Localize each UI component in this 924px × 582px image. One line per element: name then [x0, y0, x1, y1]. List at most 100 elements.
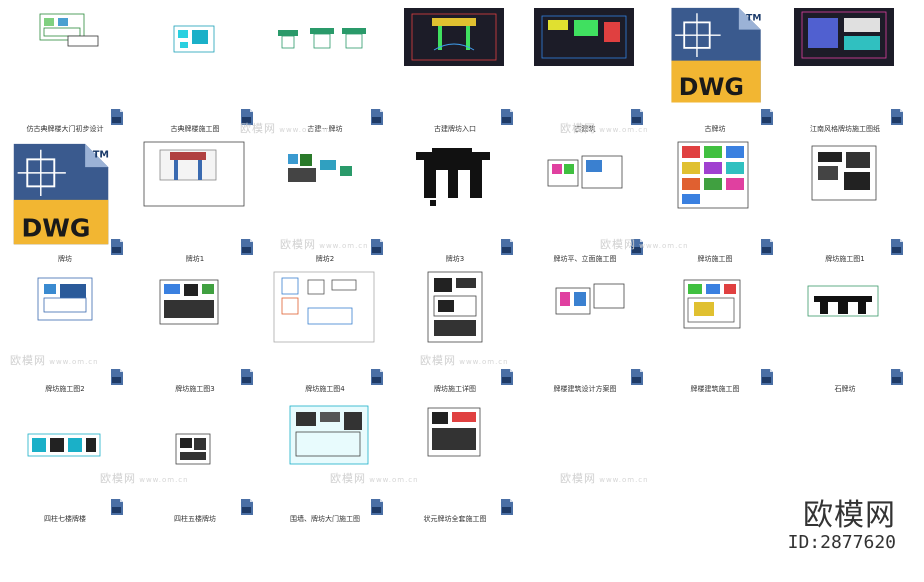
drawing-thumbnail	[788, 268, 900, 346]
file-item-13[interactable]: 牌坊施工图	[650, 134, 780, 264]
file-item-17[interactable]: 牌坊施工图4	[260, 264, 390, 394]
file-item-3[interactable]: 古建－牌坊	[260, 4, 390, 134]
file-type-icon	[110, 498, 124, 516]
file-name-label: 四柱五楼牌坊	[174, 515, 216, 523]
file-name-label: 状元牌坊全套施工图	[423, 515, 487, 523]
watermark-text: 欧模网	[420, 354, 456, 367]
file-type-icon	[500, 498, 514, 516]
file-type-icon	[240, 368, 254, 386]
drawing-thumbnail	[8, 398, 120, 476]
file-type-icon	[630, 368, 644, 386]
file-item-21[interactable]: 石牌坊	[780, 264, 910, 394]
site-watermark: 欧模网 www.om.cn	[420, 352, 509, 368]
file-item-8[interactable]: DWG TM 牌坊	[0, 134, 130, 264]
watermark-url: www.om.cn	[636, 242, 689, 250]
file-name-label: 仿古典牌楼大门初步设计	[26, 125, 104, 133]
file-name-label: 牌坊平、立面施工图	[553, 255, 617, 263]
file-type-icon	[240, 108, 254, 126]
brand-id: ID:2877620	[787, 532, 896, 553]
file-item-20[interactable]: 牌楼建筑施工图	[650, 264, 780, 394]
watermark-text: 欧模网	[280, 238, 316, 251]
file-item-24[interactable]: 围墙、牌坊大门施工图	[260, 394, 390, 524]
svg-text:TM: TM	[93, 149, 109, 160]
file-item-4[interactable]: 古建牌坊入口	[390, 4, 520, 134]
file-item-19[interactable]: 牌楼建筑设计方案图	[520, 264, 650, 394]
file-name-label: 石牌坊	[834, 385, 856, 393]
file-name-label: 牌坊1	[185, 255, 205, 263]
file-item-23[interactable]: 四柱五楼牌坊	[130, 394, 260, 524]
file-name-label: 牌坊	[58, 255, 72, 263]
site-watermark: 欧模网 www.om.cn	[100, 470, 189, 486]
watermark-text: 欧模网	[10, 354, 46, 367]
file-item-11[interactable]: 牌坊3	[390, 134, 520, 264]
file-name-label: 牌坊3	[445, 255, 465, 263]
file-item-16[interactable]: 牌坊施工图3	[130, 264, 260, 394]
drawing-thumbnail	[138, 138, 250, 216]
file-type-icon	[760, 238, 774, 256]
svg-text:DWG: DWG	[679, 73, 744, 101]
drawing-thumbnail	[788, 138, 900, 216]
file-type-icon	[500, 108, 514, 126]
watermark-url: www.om.cn	[366, 476, 419, 484]
file-type-icon	[240, 498, 254, 516]
file-type-icon	[110, 368, 124, 386]
site-watermark: 欧模网 www.om.cn	[10, 352, 99, 368]
drawing-thumbnail	[138, 398, 250, 476]
drawing-thumbnail	[658, 268, 770, 346]
drawing-thumbnail	[268, 268, 380, 346]
watermark-url: www.om.cn	[46, 358, 99, 366]
watermark-text: 欧模网	[100, 472, 136, 485]
file-item-18[interactable]: 牌坊施工详图	[390, 264, 520, 394]
file-name-label: 牌坊2	[315, 255, 335, 263]
file-item-9[interactable]: 牌坊1	[130, 134, 260, 264]
file-name-label: 江南风格牌坊施工图纸	[810, 125, 880, 133]
file-item-5[interactable]: 古建筑	[520, 4, 650, 134]
file-item-22[interactable]: 四柱七楼牌楼	[0, 394, 130, 524]
file-name-label: 牌坊施工图3	[175, 385, 215, 393]
drawing-thumbnail	[138, 8, 250, 86]
file-name-label: 牌坊施工图4	[305, 385, 345, 393]
file-item-2[interactable]: 古典牌楼施工图	[130, 4, 260, 134]
file-item-15[interactable]: 牌坊施工图2	[0, 264, 130, 394]
file-item-1[interactable]: 仿古典牌楼大门初步设计	[0, 4, 130, 134]
file-item-7[interactable]: 江南风格牌坊施工图纸	[780, 4, 910, 134]
file-type-icon	[760, 368, 774, 386]
drawing-thumbnail	[8, 8, 120, 86]
drawing-thumbnail	[138, 268, 250, 346]
site-watermark: 欧模网 www.om.cn	[280, 236, 369, 252]
watermark-text: 欧模网	[330, 472, 366, 485]
file-name-label: 四柱七楼牌楼	[44, 515, 86, 523]
watermark-text: 欧模网	[240, 122, 276, 135]
site-watermark: 欧模网 www.om.cn	[560, 470, 649, 486]
file-type-icon	[370, 108, 384, 126]
file-type-icon	[500, 238, 514, 256]
file-name-label: 牌坊施工图1	[825, 255, 865, 263]
drawing-thumbnail	[528, 8, 640, 86]
file-item-10[interactable]: 牌坊2	[260, 134, 390, 264]
brand-name: 欧模网	[803, 498, 896, 533]
svg-text:DWG: DWG	[21, 213, 90, 242]
drawing-thumbnail	[398, 268, 510, 346]
watermark-text: 欧模网	[600, 238, 636, 251]
file-type-icon	[370, 498, 384, 516]
svg-text:TM: TM	[746, 14, 761, 24]
file-item-14[interactable]: 牌坊施工图1	[780, 134, 910, 264]
file-type-icon	[630, 238, 644, 256]
watermark-url: www.om.cn	[136, 476, 189, 484]
file-name-label: 古建－牌坊	[307, 125, 343, 133]
file-type-icon	[890, 108, 904, 126]
file-item-12[interactable]: 牌坊平、立面施工图	[520, 134, 650, 264]
site-watermark: 欧模网 www.om.cn	[600, 236, 689, 252]
drawing-thumbnail	[398, 138, 510, 216]
drawing-thumbnail	[658, 138, 770, 216]
drawing-thumbnail	[8, 268, 120, 346]
brand-watermark: 欧模网 ID:2877620	[788, 500, 896, 554]
watermark-url: www.om.cn	[456, 358, 509, 366]
file-name-label: 古建筑	[574, 125, 596, 133]
site-watermark: 欧模网 www.om.cn	[560, 120, 649, 136]
watermark-url: www.om.cn	[596, 126, 649, 134]
file-item-25[interactable]: 状元牌坊全套施工图	[390, 394, 520, 524]
site-watermark: 欧模网 www.om.cn	[330, 470, 419, 486]
